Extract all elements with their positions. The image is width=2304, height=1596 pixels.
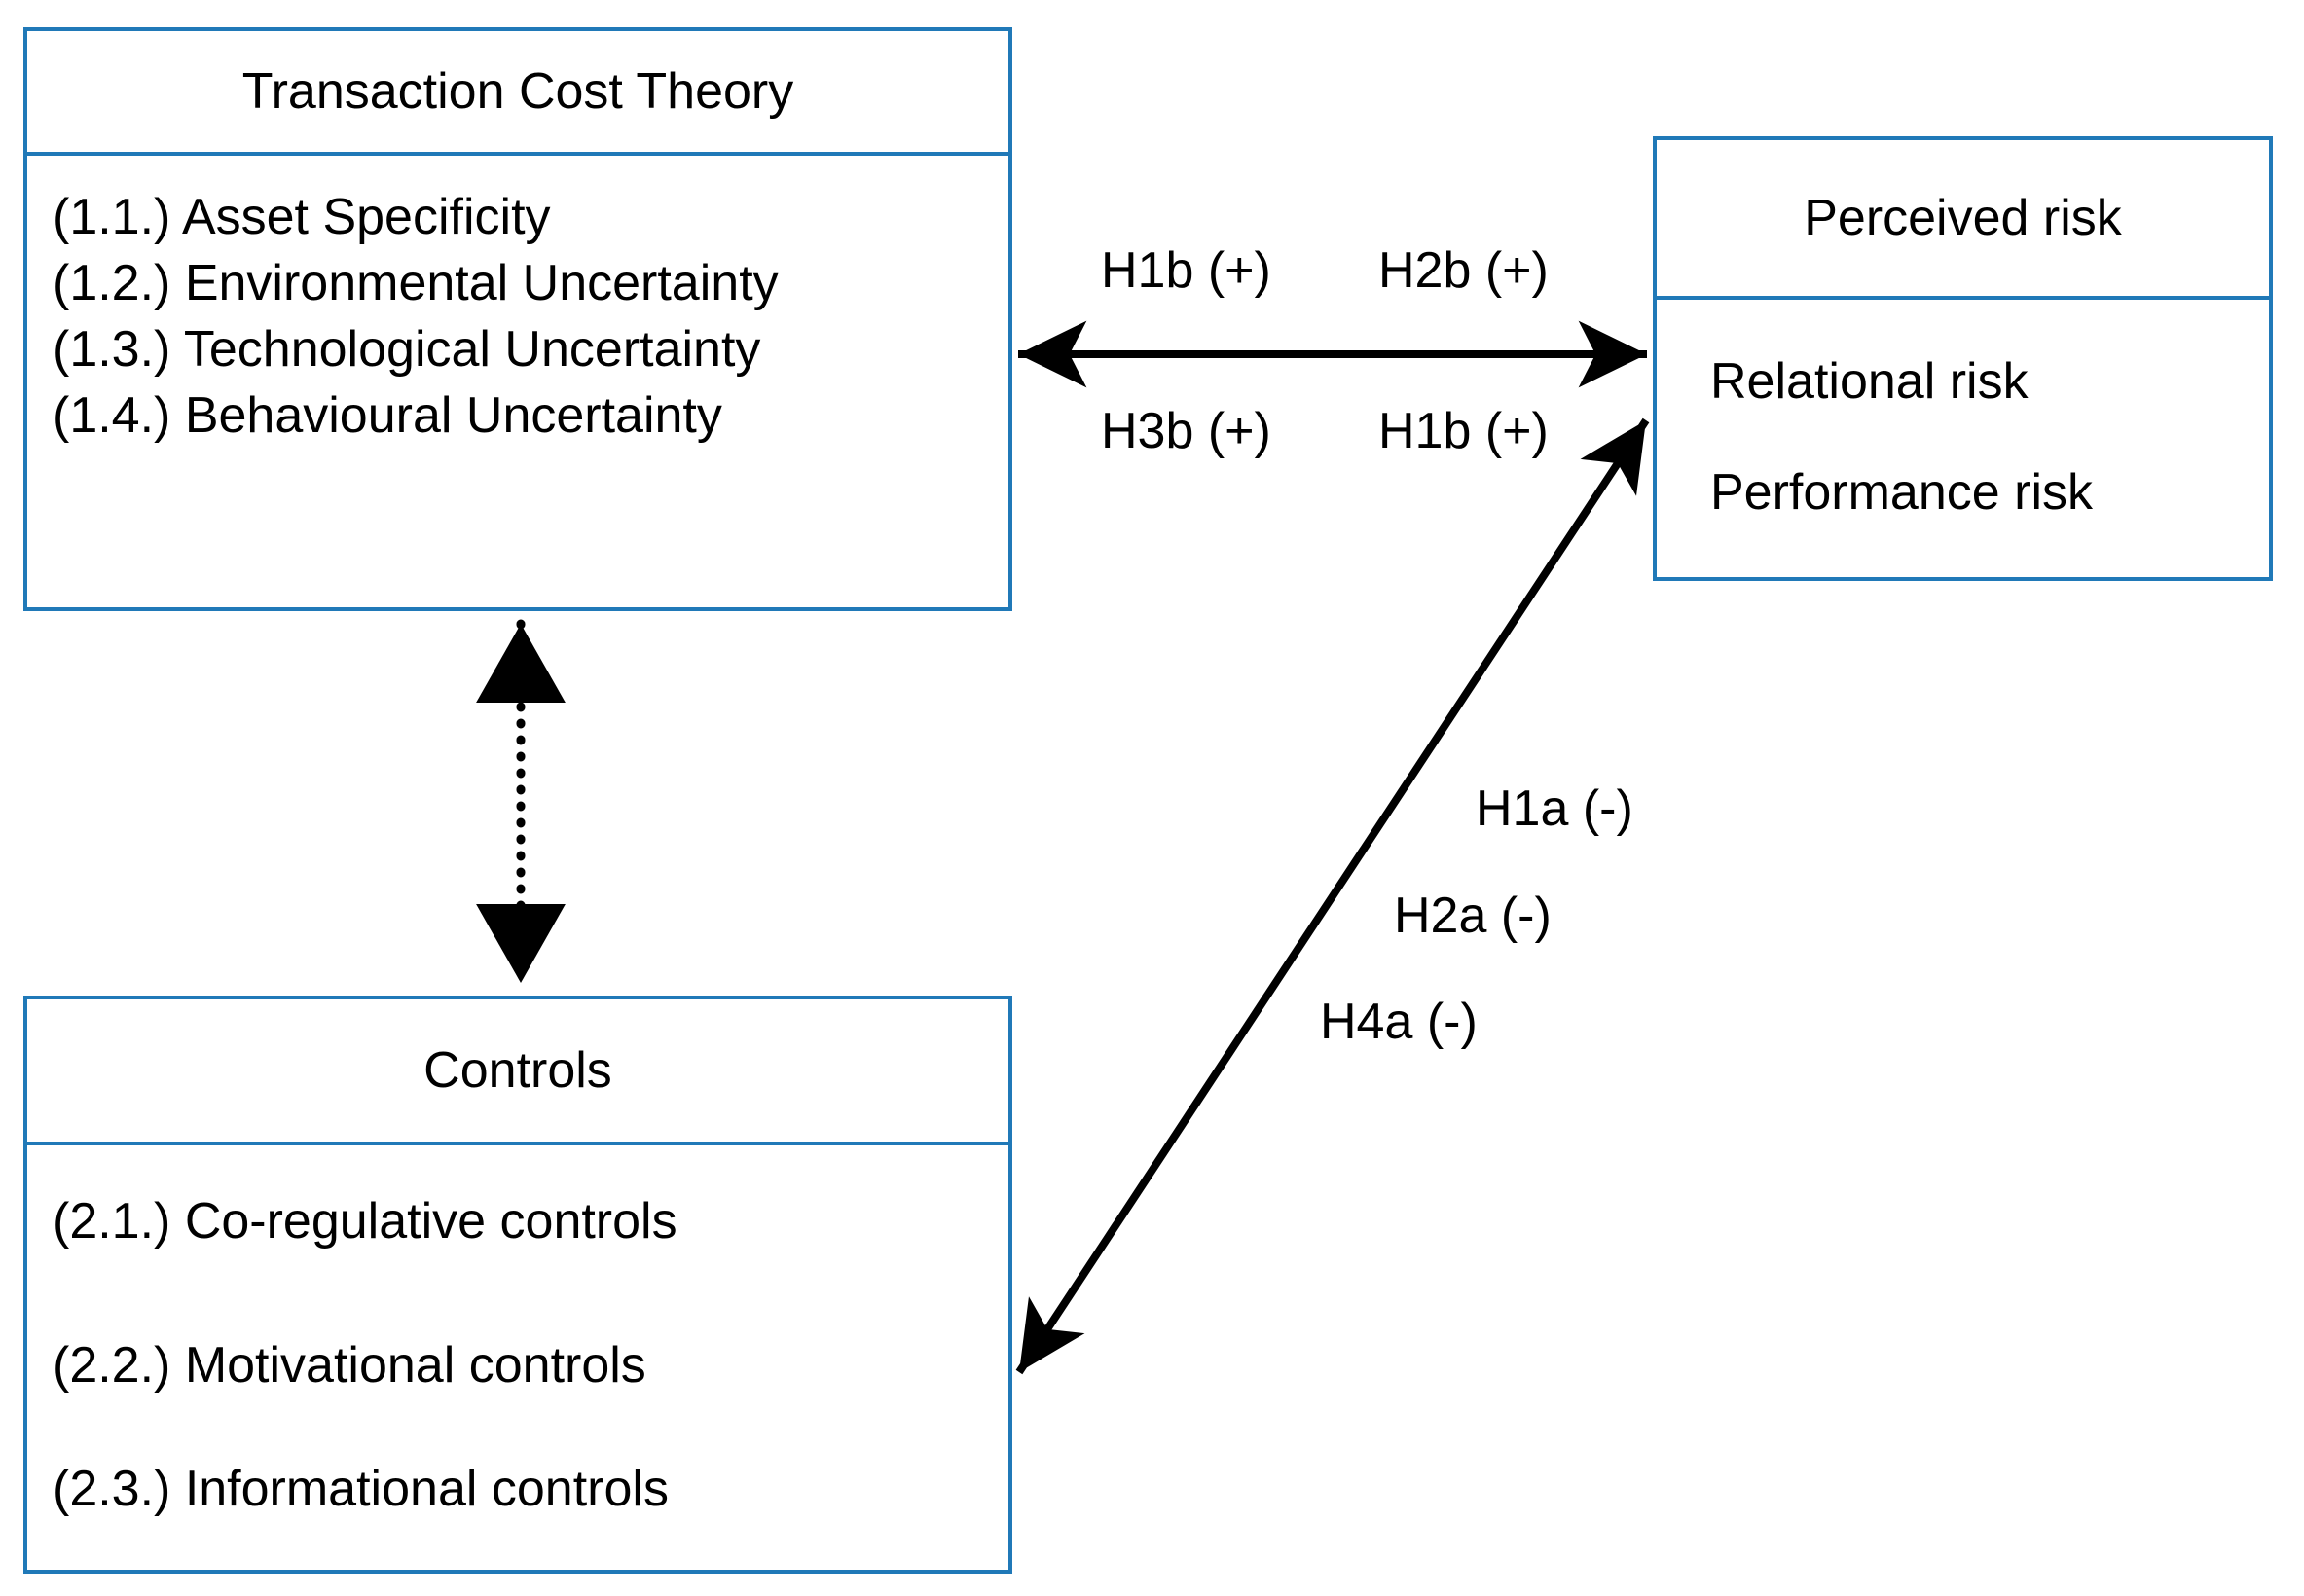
box-perceived-risk-header: Perceived risk [1657, 140, 2269, 300]
list-item: (2.3.) Informational controls [53, 1461, 669, 1517]
list-item: (1.1.) Asset Specificity [53, 189, 551, 245]
edge-label-h1b-plus-below: H1b (+) [1378, 403, 1549, 459]
arrow-controls-perceived-risk [1015, 417, 1650, 1375]
edge-label-h2b-plus-above: H2b (+) [1378, 242, 1549, 299]
box-transaction-cost-theory-body: (1.1.) Asset Specificity (1.2.) Environm… [27, 156, 1008, 607]
edge-label-h4a-minus: H4a (-) [1320, 994, 1478, 1050]
edge-label-h3b-plus-below: H3b (+) [1101, 403, 1271, 459]
list-item: (2.1.) Co-regulative controls [53, 1193, 677, 1250]
list-item: (1.3.) Technological Uncertainty [53, 321, 761, 378]
box-transaction-cost-theory[interactable]: Transaction Cost Theory (1.1.) Asset Spe… [23, 27, 1012, 611]
list-item: (2.2.) Motivational controls [53, 1337, 646, 1394]
box-controls-body: (2.1.) Co-regulative controls (2.2.) Mot… [27, 1145, 1008, 1570]
edge-label-h1a-minus: H1a (-) [1476, 780, 1633, 837]
edge-label-h1b-plus-above: H1b (+) [1101, 242, 1271, 299]
list-item: (1.2.) Environmental Uncertainty [53, 255, 779, 311]
list-item: Relational risk [1710, 353, 2029, 410]
box-perceived-risk-title: Perceived risk [1804, 190, 2122, 246]
box-controls-header: Controls [27, 999, 1008, 1145]
list-item: (1.4.) Behavioural Uncertainty [53, 387, 722, 444]
box-transaction-cost-theory-title: Transaction Cost Theory [241, 63, 794, 120]
edge-label-h2a-minus: H2a (-) [1394, 888, 1552, 944]
list-item: Performance risk [1710, 464, 2093, 521]
box-controls-title: Controls [423, 1042, 612, 1099]
box-perceived-risk-body: Relational risk Performance risk [1657, 300, 2269, 577]
box-transaction-cost-theory-header: Transaction Cost Theory [27, 31, 1008, 156]
box-controls[interactable]: Controls (2.1.) Co-regulative controls (… [23, 996, 1012, 1574]
box-perceived-risk[interactable]: Perceived risk Relational risk Performan… [1653, 136, 2273, 581]
